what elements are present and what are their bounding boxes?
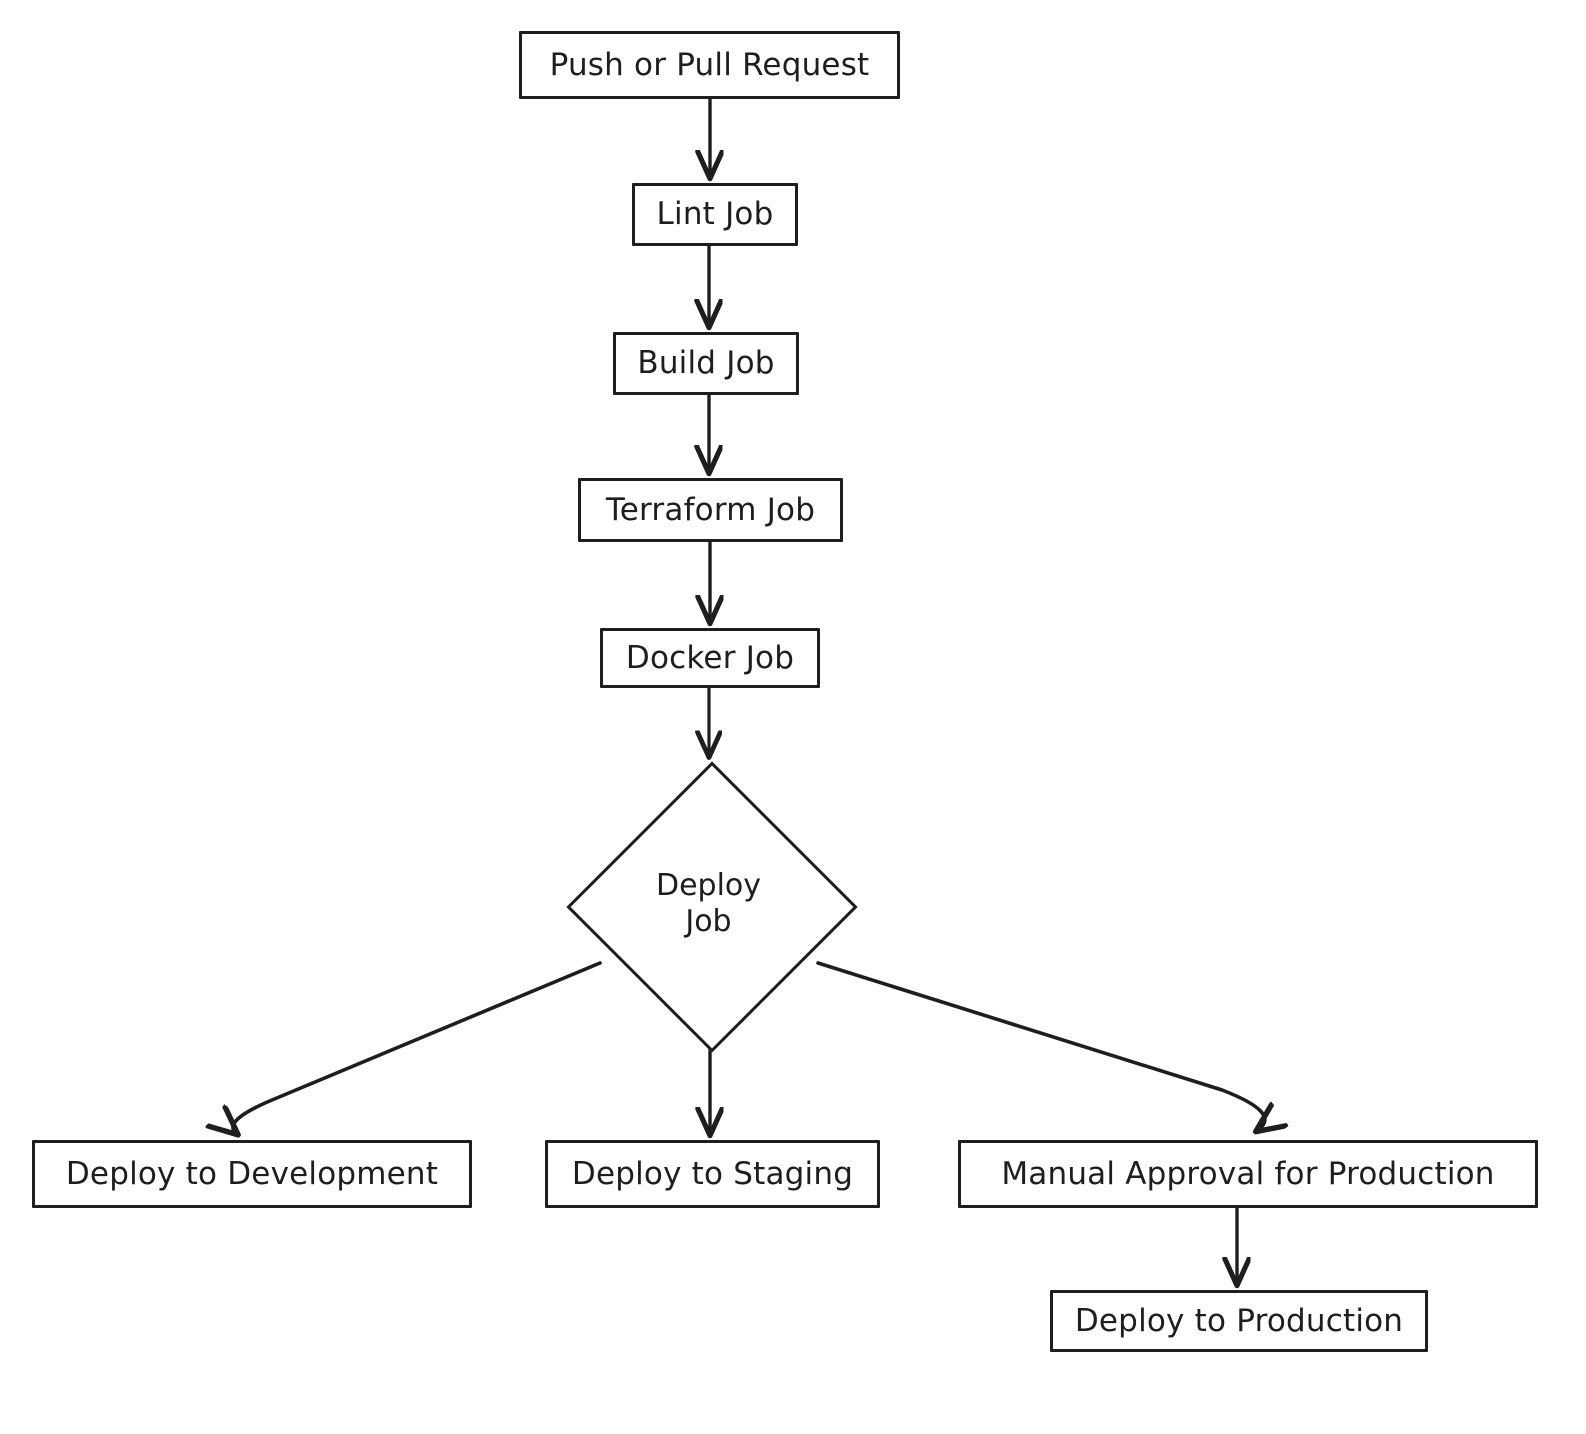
node-manual-approval-for-production[interactable]: Manual Approval for Production — [958, 1140, 1538, 1208]
node-deploy-job[interactable]: Deploy Job — [565, 760, 858, 1053]
node-push-or-pull-request[interactable]: Push or Pull Request — [519, 31, 900, 99]
node-label: Deploy to Production — [1074, 1302, 1404, 1339]
node-docker-job[interactable]: Docker Job — [600, 628, 820, 688]
node-label: Manual Approval for Production — [1001, 1155, 1495, 1192]
node-label: Docker Job — [625, 639, 795, 676]
node-label: Build Job — [637, 345, 775, 382]
edge-deploy-to-development — [233, 961, 602, 1133]
node-terraform-job[interactable]: Terraform Job — [578, 478, 843, 542]
node-label: Lint Job — [656, 196, 774, 233]
node-deploy-to-development[interactable]: Deploy to Development — [32, 1140, 472, 1208]
node-label: Push or Pull Request — [549, 46, 870, 83]
node-label: Deploy to Development — [65, 1155, 439, 1192]
node-deploy-to-staging[interactable]: Deploy to Staging — [545, 1140, 880, 1208]
edge-deploy-to-manual-approval — [816, 961, 1265, 1130]
node-label: Deploy to Staging — [571, 1155, 854, 1192]
node-build-job[interactable]: Build Job — [613, 332, 799, 395]
node-deploy-to-production[interactable]: Deploy to Production — [1050, 1290, 1428, 1352]
node-label: Terraform Job — [605, 491, 816, 528]
node-lint-job[interactable]: Lint Job — [632, 183, 798, 246]
node-label: Deploy Job — [655, 868, 762, 939]
